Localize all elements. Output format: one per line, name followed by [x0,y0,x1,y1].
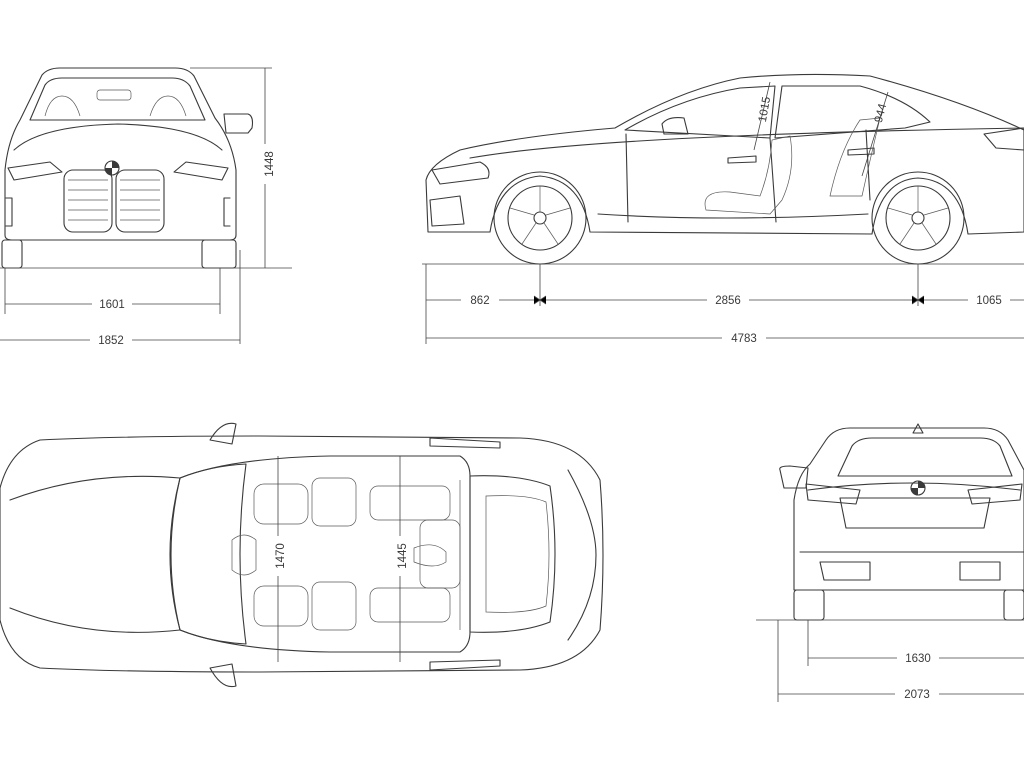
front-view-car-outline [1,67,254,269]
rear-headroom-label: 944 [873,102,889,124]
top-view: 1470 1445 [0,422,604,688]
rear-headroom-dimension-line [861,91,889,177]
rear-overhang-label: 1065 [976,295,1002,307]
front-shoulder-width-label: 1470 [275,543,287,569]
side-view-car-outline [425,73,1024,265]
bmw-roundel-icon [910,480,926,496]
overall-height-label: 1448 [264,151,276,177]
front-overhang-label: 862 [470,295,489,307]
rear-track-label: 1630 [905,653,931,665]
rear-view-car-outline [779,427,1024,621]
front-headroom-dimension-line [753,81,771,151]
bmw-roundel-icon [104,160,120,176]
width-with-mirrors-label: 2073 [904,689,930,701]
top-view-car-outline [0,422,604,688]
side-view: 862 2856 1065 4783 1015 944 [422,73,1024,346]
front-headroom-label: 1015 [757,96,773,123]
rear-view: 1630 2073 [756,423,1024,702]
front-track-label: 1601 [99,299,125,311]
warning-triangle-icon [912,423,924,434]
overall-length-label: 4783 [731,333,757,345]
wheelbase-label: 2856 [715,295,741,307]
rear-shoulder-width-label: 1445 [397,543,409,569]
overall-width-label: 1852 [98,335,124,347]
front-view: 1601 1852 1448 [0,67,292,348]
